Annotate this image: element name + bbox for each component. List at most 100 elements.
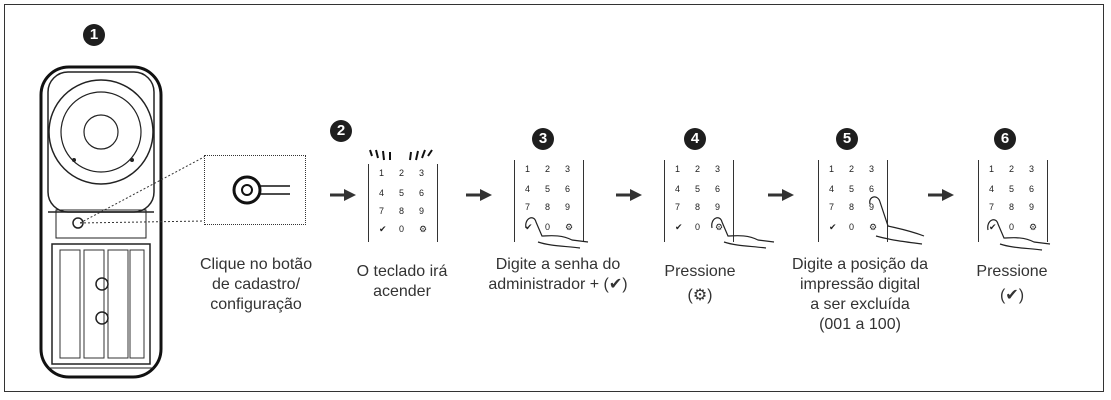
key-4: 4 xyxy=(829,184,835,194)
key-3: 3 xyxy=(1029,164,1035,174)
key-3: 3 xyxy=(715,164,721,174)
key-0: 0 xyxy=(545,222,551,232)
step-4-caption-line-2: (⚙) xyxy=(687,287,713,304)
key-8: 8 xyxy=(399,206,405,216)
key-6: 6 xyxy=(565,184,571,194)
step-5-caption-line-2: impressão digital xyxy=(799,276,921,293)
key-settings: ⚙ xyxy=(715,222,724,232)
key-0: 0 xyxy=(1009,222,1015,232)
key-4: 4 xyxy=(525,184,531,194)
step-4-badge: 4 xyxy=(684,128,706,150)
detail-caption-line-2: de cadastro/ xyxy=(211,276,301,293)
key-4: 4 xyxy=(675,184,681,194)
key-1: 1 xyxy=(829,164,835,174)
key-2: 2 xyxy=(1009,164,1015,174)
key-4: 4 xyxy=(379,188,385,198)
key-1: 1 xyxy=(989,164,995,174)
key-1: 1 xyxy=(525,164,531,174)
key-0: 0 xyxy=(399,224,405,234)
key-7: 7 xyxy=(829,202,835,212)
setup-button-detail-box xyxy=(204,155,306,225)
detail-caption-line-1: Clique no botão xyxy=(200,256,313,273)
key-1: 1 xyxy=(675,164,681,174)
key-settings: ⚙ xyxy=(419,224,428,234)
step-6-caption-line-1: Pressione xyxy=(976,263,1048,280)
key-7: 7 xyxy=(675,202,681,212)
step-2-caption-line-1: O teclado irá xyxy=(356,263,448,280)
finger-press-icon xyxy=(711,217,775,249)
key-9: 9 xyxy=(565,202,571,212)
key-9: 9 xyxy=(715,202,721,212)
key-confirm: ✔ xyxy=(525,222,533,232)
step-5-caption: Digite a posição da impressão digital a … xyxy=(790,255,930,335)
key-9: 9 xyxy=(419,206,425,216)
step-2-caption: O teclado irá acender xyxy=(352,262,452,302)
step-2-badge: 2 xyxy=(330,120,352,142)
key-2: 2 xyxy=(399,168,405,178)
key-8: 8 xyxy=(1009,202,1015,212)
key-confirm: ✔ xyxy=(989,222,997,232)
keypad-step-4: 1 2 3 4 5 6 7 8 9 ✔ 0 ⚙ xyxy=(664,160,734,242)
right-arrow-icon xyxy=(928,189,954,201)
key-6: 6 xyxy=(715,184,721,194)
key-3: 3 xyxy=(869,164,875,174)
key-confirm: ✔ xyxy=(829,222,837,232)
step-6-caption-line-2: (✔) xyxy=(999,287,1025,304)
keypad-step-5: 1 2 3 4 5 6 7 8 9 ✔ 0 ⚙ xyxy=(818,160,888,242)
key-3: 3 xyxy=(565,164,571,174)
key-2: 2 xyxy=(849,164,855,174)
setup-button-icon xyxy=(232,175,290,205)
callout-lines xyxy=(80,156,205,224)
key-3: 3 xyxy=(419,168,425,178)
key-5: 5 xyxy=(1009,184,1015,194)
finger-press-icon xyxy=(869,196,925,245)
lock-device-illustration xyxy=(39,65,163,379)
key-8: 8 xyxy=(545,202,551,212)
step-3-caption-line-2: administrador + (✔) xyxy=(488,276,628,293)
key-2: 2 xyxy=(695,164,701,174)
step-5-caption-line-3: a ser excluída xyxy=(810,296,910,313)
key-settings: ⚙ xyxy=(565,222,574,232)
step-3-caption-line-1: Digite a senha do xyxy=(495,256,621,273)
finger-press-icon xyxy=(525,217,589,249)
step-5-caption-line-4: (001 a 100) xyxy=(819,316,901,333)
key-4: 4 xyxy=(989,184,995,194)
key-confirm: ✔ xyxy=(675,222,683,232)
keypad-step-3: 1 2 3 4 5 6 7 8 9 ✔ 0 ⚙ xyxy=(514,160,584,242)
key-7: 7 xyxy=(525,202,531,212)
right-arrow-icon xyxy=(616,189,642,201)
right-arrow-icon xyxy=(466,189,492,201)
finger-press-icon xyxy=(987,219,1051,251)
step-3-badge: 3 xyxy=(532,128,554,150)
detail-caption-line-3: configuração xyxy=(210,296,302,313)
right-arrow-icon xyxy=(768,189,794,201)
key-7: 7 xyxy=(989,202,995,212)
detail-caption: Clique no botão de cadastro/ configuraçã… xyxy=(200,255,312,315)
key-5: 5 xyxy=(695,184,701,194)
key-2: 2 xyxy=(545,164,551,174)
key-8: 8 xyxy=(849,202,855,212)
step-6-caption: Pressione (✔) xyxy=(962,262,1062,306)
key-1: 1 xyxy=(379,168,385,178)
step-2-caption-line-2: acender xyxy=(373,283,431,300)
key-9: 9 xyxy=(869,202,875,212)
key-6: 6 xyxy=(1029,184,1035,194)
key-confirm: ✔ xyxy=(379,224,387,234)
instruction-panel xyxy=(4,4,1104,392)
key-0: 0 xyxy=(695,222,701,232)
light-rays-icon xyxy=(369,149,433,161)
key-5: 5 xyxy=(849,184,855,194)
key-8: 8 xyxy=(695,202,701,212)
step-5-badge: 5 xyxy=(836,128,858,150)
step-1-badge: 1 xyxy=(83,24,105,46)
step-6-badge: 6 xyxy=(994,128,1016,150)
key-6: 6 xyxy=(869,184,875,194)
key-settings: ⚙ xyxy=(869,222,878,232)
keypad-step-2: 1 2 3 4 5 6 7 8 9 ✔ 0 ⚙ xyxy=(368,164,438,242)
step-4-caption-line-1: Pressione xyxy=(664,263,736,280)
key-5: 5 xyxy=(399,188,405,198)
key-7: 7 xyxy=(379,206,385,216)
right-arrow-icon xyxy=(330,189,356,201)
key-6: 6 xyxy=(419,188,425,198)
step-4-caption: Pressione (⚙) xyxy=(650,262,750,306)
